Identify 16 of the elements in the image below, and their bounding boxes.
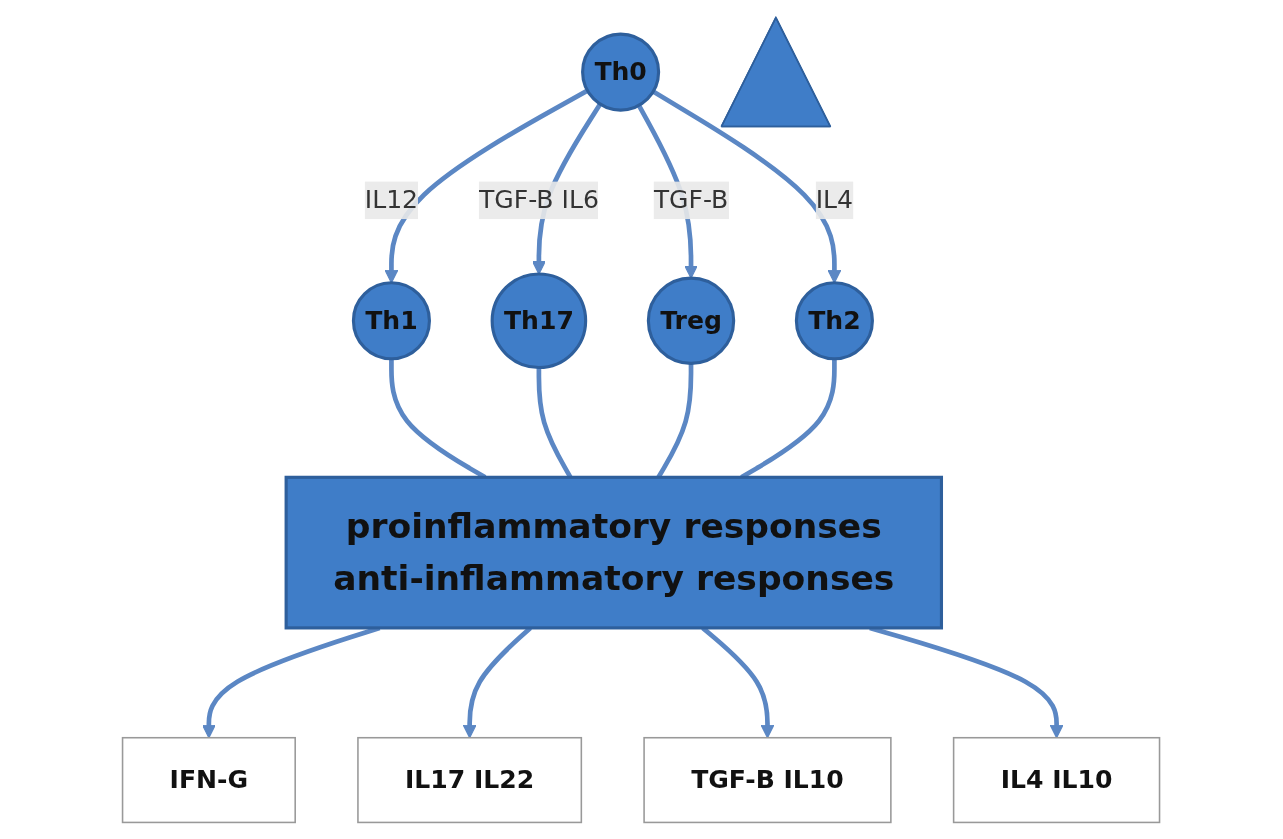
node-box: IL4 IL10 xyxy=(953,736,1161,823)
edge-label: TGF-B IL6 xyxy=(479,184,600,214)
node-box: proinflammatory responses anti-inflammatory responses xyxy=(285,475,944,629)
node-box: TGF-B IL10 xyxy=(643,736,893,823)
node-circle: Th17 xyxy=(491,271,588,369)
node-circle: Th0 xyxy=(581,32,661,112)
node-circle: Treg xyxy=(647,276,736,365)
arrow xyxy=(652,89,842,283)
node-circle: Th1 xyxy=(352,280,432,360)
node-box: IFN-G xyxy=(122,736,297,823)
edge-label: IL4 xyxy=(816,184,854,214)
edge-label: IL12 xyxy=(365,184,419,214)
node-box: IL17 IL22 xyxy=(357,736,583,823)
edge-label: TGF-B xyxy=(654,184,729,214)
arrow xyxy=(385,88,590,283)
node-circle: Th2 xyxy=(795,280,875,360)
